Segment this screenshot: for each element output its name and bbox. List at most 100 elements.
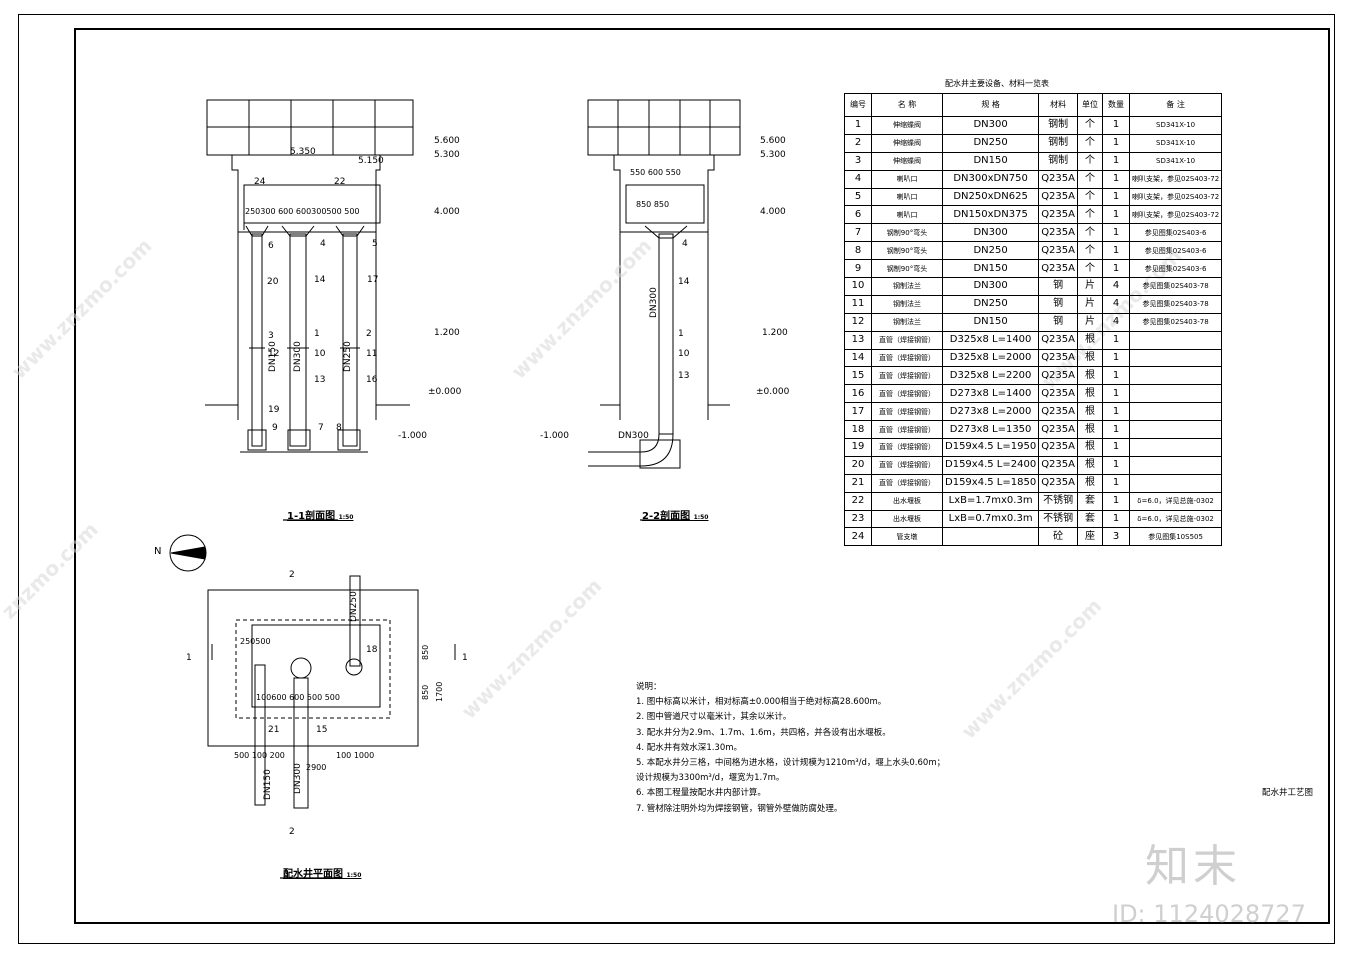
note-item: 设计规模为3300m³/d，堰宽为1.7m。 [636, 773, 785, 784]
table-cell: 直管（焊接钢管） [871, 438, 943, 457]
svg-text:250300 600 600300500 500: 250300 600 600300500 500 [245, 207, 360, 216]
table-cell: 钢制90°弯头 [871, 223, 943, 243]
table-cell: D325x8 L=2000 [941, 348, 1040, 368]
table-cell: 根 [1077, 348, 1103, 368]
table-cell [941, 527, 1040, 547]
table-cell: 1 [1102, 455, 1130, 475]
table-cell: 伸缩蝶阀 [871, 116, 943, 135]
watermark-id: ID: 1124028727 [1112, 900, 1306, 928]
table-cell: 根 [1077, 455, 1103, 475]
table-cell: 个 [1077, 241, 1103, 261]
table-cell: D159x4.5 L=1850 [941, 473, 1040, 493]
note-item: 2. 图中管道尺寸以毫米计，其余以米计。 [636, 712, 792, 723]
table-cell: 根 [1077, 473, 1103, 493]
table-cell: 片 [1077, 294, 1103, 314]
table-cell: 1 [1102, 473, 1130, 493]
svg-text:5.150: 5.150 [358, 156, 384, 166]
table-cell: 1 [1102, 259, 1130, 279]
section-2-2 [587, 99, 741, 469]
table-cell: 不锈钢 [1038, 509, 1078, 529]
table-cell: 1 [1102, 384, 1130, 404]
table-header-cell: 材料 [1038, 93, 1078, 117]
table-cell: 1 [1102, 205, 1130, 225]
table-cell: D325x8 L=2200 [941, 366, 1040, 386]
table-cell: 个 [1077, 151, 1103, 171]
table-cell: 14 [844, 348, 872, 368]
svg-text:-1.000: -1.000 [398, 431, 427, 441]
table-cell: DN150 [941, 151, 1040, 171]
table-cell: 23 [844, 509, 872, 529]
svg-text:DN300: DN300 [293, 341, 303, 372]
svg-text:7: 7 [318, 423, 324, 433]
svg-text:5.600: 5.600 [434, 136, 460, 146]
svg-text:15: 15 [316, 725, 327, 735]
svg-text:DN300: DN300 [649, 287, 659, 318]
table-cell: Q235A [1038, 169, 1078, 189]
table-cell: 根 [1077, 420, 1103, 440]
table-cell [1128, 455, 1223, 475]
table-cell: 伸缩蝶阀 [871, 151, 943, 171]
table-cell: 1 [1102, 491, 1130, 511]
table-cell: 1 [844, 116, 872, 135]
svg-text:8: 8 [336, 423, 342, 433]
table-cell: 钢 [1038, 277, 1078, 296]
table-cell: 24 [844, 527, 872, 547]
svg-text:9: 9 [272, 423, 278, 433]
table-cell [1128, 384, 1223, 404]
svg-text:500 100 200: 500 100 200 [234, 751, 285, 760]
sheet-title: 配水井工艺图 [1262, 788, 1314, 798]
table-cell: DN250 [941, 241, 1040, 261]
svg-text:4.000: 4.000 [760, 207, 786, 217]
table-cell: DN300 [941, 223, 1040, 243]
svg-text:550 600 550: 550 600 550 [630, 168, 681, 177]
table-cell: 根 [1077, 384, 1103, 404]
drawing-border-outer [18, 14, 1335, 944]
table-cell: δ=6.0，详见总施-0302 [1128, 491, 1223, 511]
table-cell: D273x8 L=1350 [941, 420, 1040, 440]
table-cell: 出水堰板 [871, 509, 943, 529]
table-cell: 直管（焊接钢管） [871, 384, 943, 404]
table-cell: 管支墩 [871, 527, 943, 547]
plan-title: 配水井平面图 1:50 [283, 869, 362, 880]
table-cell: 11 [844, 294, 872, 314]
table-cell: 喇叭口 [871, 205, 943, 225]
svg-text:20: 20 [267, 277, 279, 287]
svg-text:2: 2 [366, 329, 372, 339]
svg-text:850: 850 [421, 685, 430, 700]
svg-text:znzmo.com: znzmo.com [0, 517, 103, 623]
svg-text:16: 16 [366, 375, 378, 385]
svg-text:5.350: 5.350 [290, 147, 316, 157]
table-cell [1128, 473, 1223, 493]
drawing-border-inner [74, 28, 1330, 924]
table-cell: 1 [1102, 402, 1130, 422]
table-cell: 19 [844, 438, 872, 457]
table-cell: 个 [1077, 116, 1103, 135]
svg-text:21: 21 [268, 725, 279, 735]
table-cell: 16 [844, 384, 872, 404]
table-cell: DN300xDN750 [941, 169, 1040, 189]
svg-text:11: 11 [366, 349, 377, 359]
svg-text:13: 13 [678, 371, 689, 381]
table-cell: DN150 [941, 259, 1040, 279]
watermark-brand: 知末 [1145, 841, 1241, 892]
svg-text:2: 2 [289, 827, 295, 837]
svg-text:14: 14 [314, 275, 326, 285]
table-cell: SD341X-10 [1128, 116, 1223, 135]
table-cell: 喇叭支架，参见02S403-72 [1128, 205, 1223, 225]
table-cell: 套 [1077, 491, 1103, 511]
table-cell: 7 [844, 223, 872, 243]
svg-text:1700: 1700 [435, 682, 444, 702]
table-cell: Q235A [1038, 348, 1078, 368]
table-cell: 4 [1102, 277, 1130, 296]
table-cell: Q235A [1038, 455, 1078, 475]
table-cell: 座 [1077, 527, 1103, 547]
